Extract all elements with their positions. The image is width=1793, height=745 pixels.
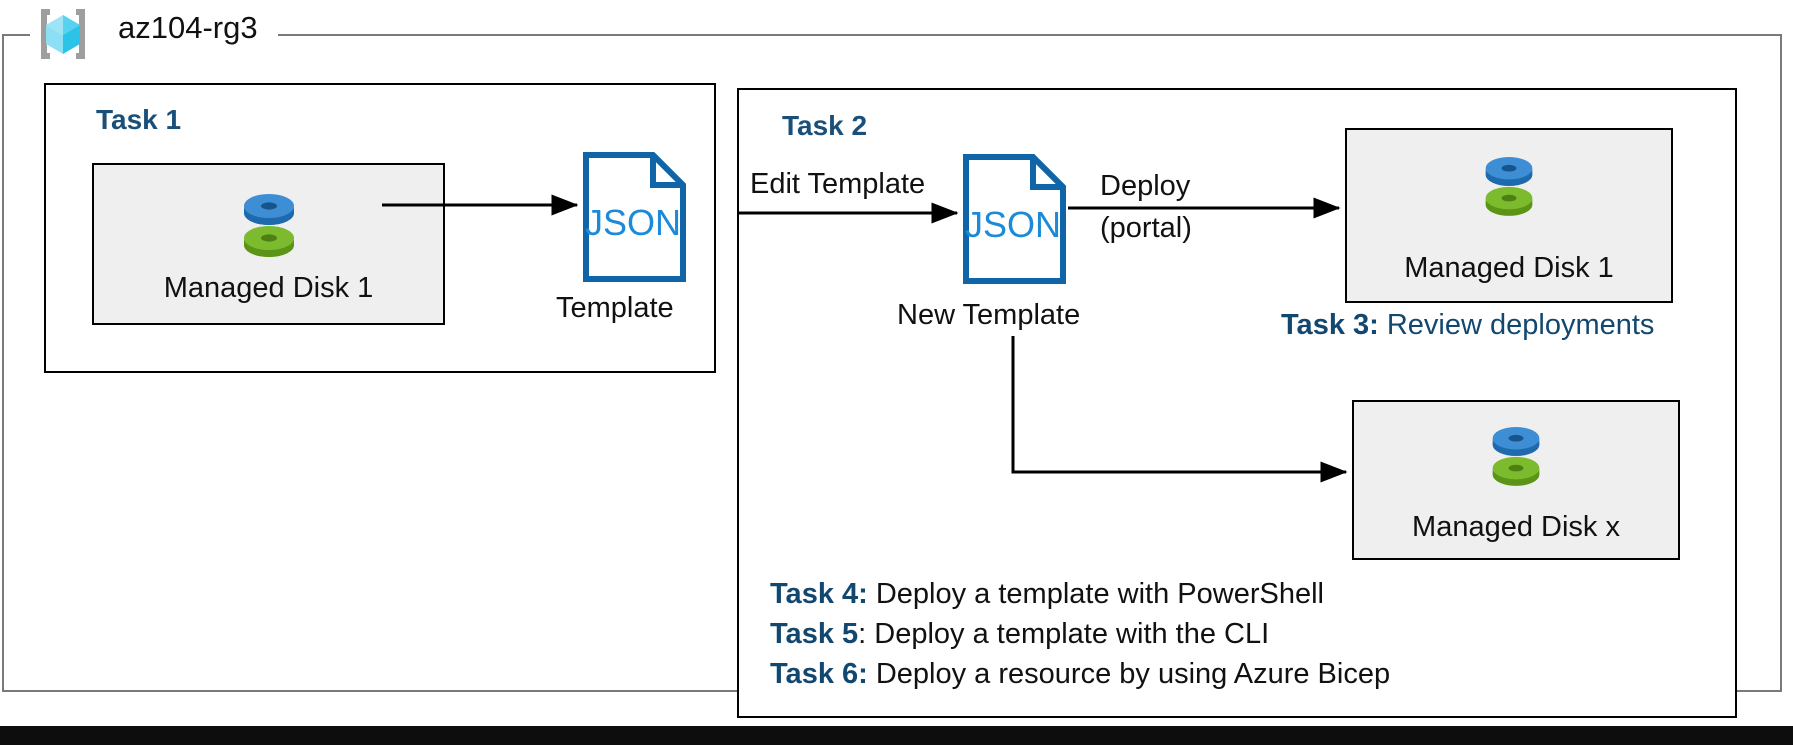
task-3-tag: Task 3: xyxy=(1281,309,1379,341)
resource-group-name: az104-rg3 xyxy=(118,10,258,45)
svg-text:JSON: JSON xyxy=(965,204,1061,245)
task-6-body: Deploy a resource by using Azure Bicep xyxy=(867,658,1391,690)
container-top-border-left xyxy=(2,34,30,36)
task-5-tag: Task 5 xyxy=(770,618,859,650)
bottom-black-bar xyxy=(0,726,1793,745)
edit-template-arrow-label: Edit Template xyxy=(750,168,926,200)
task-4-body: Deploy a template with PowerShell xyxy=(867,578,1324,610)
managed-disk-1-box-task2: Managed Disk 1 xyxy=(1345,128,1673,303)
task-3-body: Review deployments xyxy=(1378,309,1655,341)
task-6-tag: Task 6: xyxy=(770,658,868,690)
task-2-heading: Task 2 xyxy=(782,110,868,141)
task-3-text: Task 3: Review deployments xyxy=(1281,309,1654,342)
json-file-icon-new-template: JSON xyxy=(963,154,1066,289)
task-4-tag: Task 4: xyxy=(770,578,868,610)
managed-disk-x-box: Managed Disk x xyxy=(1352,400,1680,560)
azure-resource-group-cube-icon xyxy=(32,3,94,65)
template-caption: Template xyxy=(556,292,674,324)
svg-text:JSON: JSON xyxy=(585,202,681,243)
task-6-text: Task 6: Deploy a resource by using Azure… xyxy=(770,658,1390,691)
task-4-text: Task 4: Deploy a template with PowerShel… xyxy=(770,578,1324,611)
managed-disk-x-label: Managed Disk x xyxy=(1412,511,1620,543)
managed-disk-1-box-task1: Managed Disk 1 xyxy=(92,163,445,325)
new-template-caption: New Template xyxy=(897,299,1081,331)
managed-disk-icon xyxy=(239,183,299,270)
task-5-text: Task 5: Deploy a template with the CLI xyxy=(770,618,1269,651)
managed-disk-icon xyxy=(1481,146,1537,229)
deploy-portal-arrow-label: (portal) xyxy=(1100,212,1192,244)
managed-disk-icon xyxy=(1488,416,1544,499)
deploy-arrow-label: Deploy xyxy=(1100,170,1191,202)
task-1-heading: Task 1 xyxy=(96,104,182,135)
container-top-border-right xyxy=(278,34,1782,36)
json-file-icon-template: JSON xyxy=(583,152,686,287)
managed-disk-1-label-task2: Managed Disk 1 xyxy=(1404,252,1614,284)
managed-disk-1-label-task1: Managed Disk 1 xyxy=(163,272,374,304)
task-5-body: : Deploy a template with the CLI xyxy=(858,618,1270,650)
